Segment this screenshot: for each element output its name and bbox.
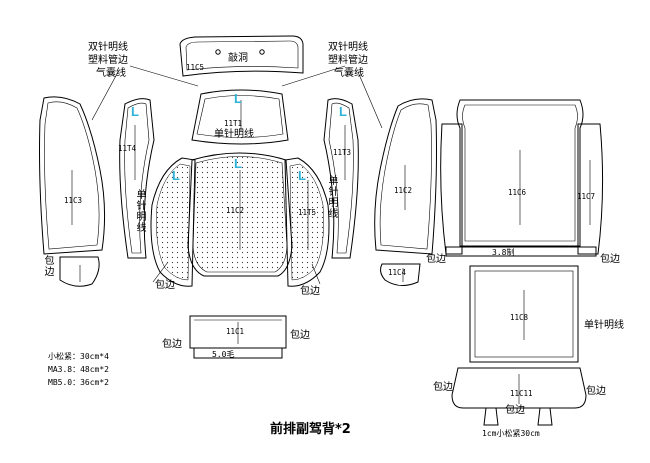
note-mb50: MB5.0：36cm*2 <box>48 378 109 387</box>
felt-strip <box>193 347 283 359</box>
piece-11c6-left-band <box>440 123 463 255</box>
leader-line <box>357 71 383 129</box>
piece-11t3 <box>323 98 359 259</box>
mark-l: L <box>234 91 242 106</box>
piece-11c6 <box>456 99 584 247</box>
leader-line <box>91 71 119 121</box>
seam-right-3: 气囊线 <box>334 68 364 79</box>
hem-c3: 包边 <box>44 256 55 278</box>
mark-l: L <box>234 156 242 171</box>
piece-11c3-inner <box>44 101 100 250</box>
piece-11t5 <box>284 157 330 287</box>
hem-c6: 包边 <box>600 254 620 265</box>
piece-11c3 <box>39 96 106 255</box>
punch-hole <box>259 49 265 55</box>
hem-c11-left: 包边 <box>433 382 453 393</box>
elastic-right <box>537 407 553 426</box>
code-11c4: 11C4 <box>388 268 407 277</box>
hem-c1-left: 包边 <box>162 339 182 350</box>
punch-hole <box>215 49 221 55</box>
hem-c1-right: 包边 <box>290 330 310 341</box>
code-11t1: 11T1 <box>224 119 243 128</box>
mark-l: L <box>339 104 347 119</box>
code-11c8: 11C8 <box>510 313 529 322</box>
note-ma38: MA3.8：48cm*2 <box>48 365 109 374</box>
hem-c11-right: 包边 <box>586 386 606 397</box>
mark-l: L <box>298 168 306 183</box>
leader-line <box>129 65 199 87</box>
piece-11t4-inner <box>124 102 150 254</box>
piece-left-bolster <box>150 157 196 287</box>
code-11t3: 11T3 <box>333 148 352 157</box>
piece-11c2 <box>374 98 437 255</box>
code-11c2: 11C2 <box>394 186 413 195</box>
code-11t4: 11T4 <box>118 144 137 153</box>
mark-l: L <box>172 168 180 183</box>
piece-11t1 <box>191 89 289 145</box>
piece-11t1-inner <box>196 95 284 138</box>
piece-left-bolster-inner <box>156 163 191 281</box>
seam-right-2: 塑料管边 <box>328 55 368 66</box>
mark-l: L <box>131 104 139 119</box>
elastic-left <box>483 407 499 426</box>
seam-left-3: 气囊线 <box>96 68 126 79</box>
code-11t5: 11T5 <box>298 208 317 217</box>
piece-11c3-hem <box>59 256 100 287</box>
sheet-title: 前排副驾背*2 <box>270 422 351 437</box>
seam-left-2: 塑料管边 <box>88 55 128 66</box>
piece-11t4 <box>119 98 155 259</box>
piece-11t3-inner <box>328 102 354 254</box>
hem-c4: 包边 <box>426 254 446 265</box>
piece-11c11 <box>451 367 587 409</box>
code-11c5: 11C5 <box>186 63 205 72</box>
code-11c3: 11C3 <box>64 196 83 205</box>
piece-11c5-inner <box>185 40 299 71</box>
code-11c11: 11C11 <box>510 389 533 398</box>
piece-11c7 <box>577 123 604 255</box>
elastic-note: 1cm小松紧30cm <box>482 429 540 438</box>
seam-left-single: 单针明线 <box>136 190 147 234</box>
piece-11c5 <box>179 35 304 77</box>
piece-11c2-inner <box>379 103 432 250</box>
piece-11c8 <box>469 265 579 363</box>
piece-11t5-inner <box>289 163 324 281</box>
piece-11c6-inner <box>462 104 578 242</box>
seam-right-single: 单针明线 <box>328 176 339 220</box>
dim-label: 3.8制 <box>492 248 515 257</box>
note-elastic: 小松紧：30cm*4 <box>48 352 109 361</box>
seam-c8-single: 单针明线 <box>584 320 624 331</box>
seam-right-1: 双针明线 <box>328 42 368 53</box>
code-11c7: 11C7 <box>577 192 596 201</box>
hem-c11-bottom: 包边 <box>505 405 525 416</box>
hem-center-left: 包边 <box>155 280 175 291</box>
piece-11c8-inner <box>474 270 574 358</box>
leader-line <box>281 65 346 87</box>
note-single-stitch: 单针明线 <box>214 129 254 140</box>
note-punch: 敲洞 <box>228 53 248 64</box>
piece-11c4 <box>380 263 421 286</box>
seam-left-1: 双针明线 <box>88 42 128 53</box>
hem-center-right: 包边 <box>300 286 320 297</box>
code-11c2-center: 11C2 <box>226 206 245 215</box>
code-11c6: 11C6 <box>508 188 527 197</box>
felt-label: 5.0毛 <box>212 350 235 359</box>
piece-3.8-strip <box>445 246 597 257</box>
code-11c1: 11C1 <box>226 327 245 336</box>
